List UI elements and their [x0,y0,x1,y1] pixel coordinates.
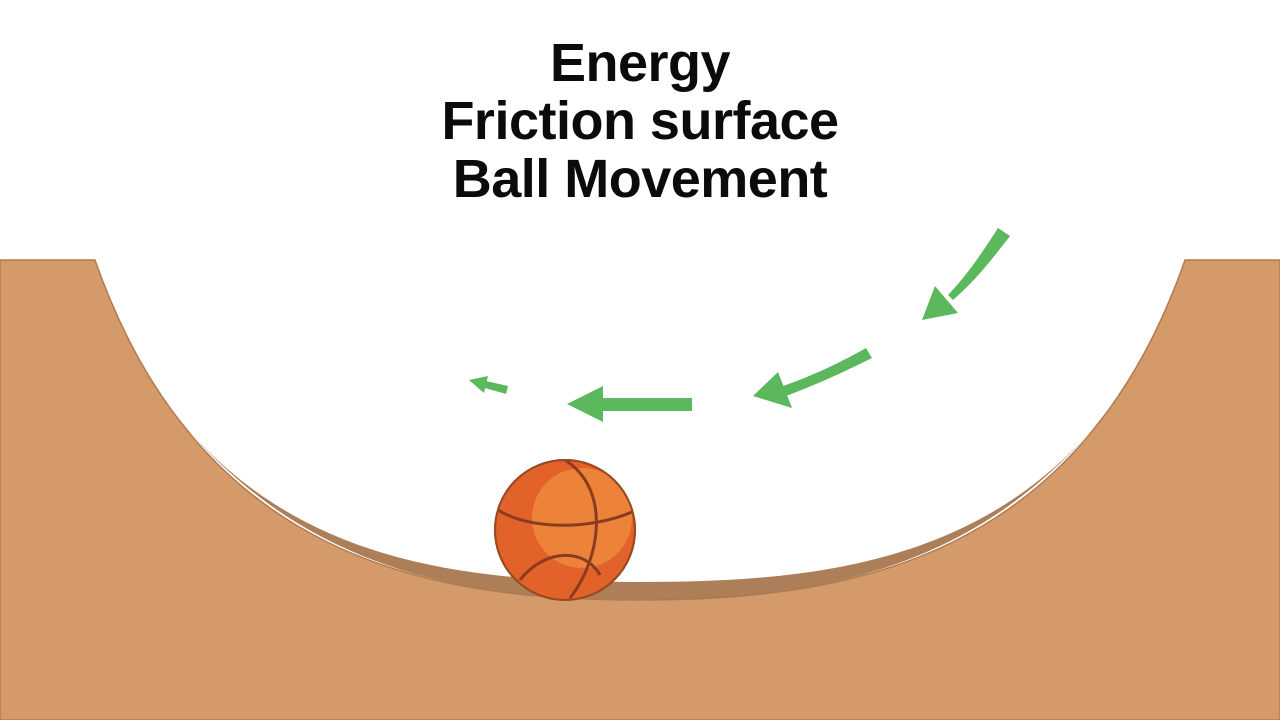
title-line-energy: Energy [549,33,731,93]
arrow-1 [922,228,1010,320]
diagram-title: Energy Friction surface Ball Movement [0,34,1280,208]
bowl-ground [0,259,1280,720]
arrow-3 [567,386,692,422]
arrow-2 [753,348,872,408]
basketball-icon [494,458,636,601]
title-line-friction-surface: Friction surface [441,91,839,151]
title-line-ball-movement: Ball Movement [452,149,828,209]
arrow-4 [469,376,508,394]
motion-arrows [469,228,1010,422]
